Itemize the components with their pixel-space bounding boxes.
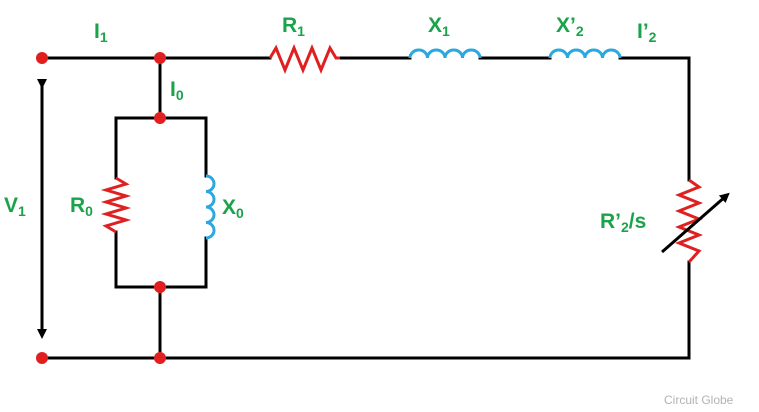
variable-arrow-icon [661, 192, 730, 254]
junction-dots [36, 52, 166, 364]
label-x0: X0 [222, 196, 244, 221]
junction-dot-icon [154, 281, 166, 293]
label-r0: R0 [70, 194, 93, 219]
x0-inductor-icon [205, 174, 216, 240]
junction-dot-icon [154, 52, 166, 64]
credit-watermark: Circuit Globe [664, 393, 734, 407]
label-r2-over-s: R’2/s [600, 210, 646, 235]
circuit-wires [40, 56, 691, 360]
x2-inductor-icon [548, 48, 622, 59]
junction-dot-icon [36, 352, 48, 364]
label-x1: X1 [428, 14, 450, 39]
label-x2-prime: X’2 [556, 14, 584, 39]
label-r1: R1 [282, 14, 305, 39]
label-i1: I1 [94, 20, 108, 45]
label-i2-prime: I’2 [637, 20, 657, 45]
junction-dot-icon [36, 52, 48, 64]
x1-inductor-icon [408, 48, 482, 59]
label-i0: I0 [170, 78, 184, 103]
r1-resistor-icon [268, 44, 340, 74]
label-v1: V1 [4, 194, 26, 219]
junction-dot-icon [154, 112, 166, 124]
r0-resistor-icon [100, 176, 132, 234]
junction-dot-icon [154, 352, 166, 364]
